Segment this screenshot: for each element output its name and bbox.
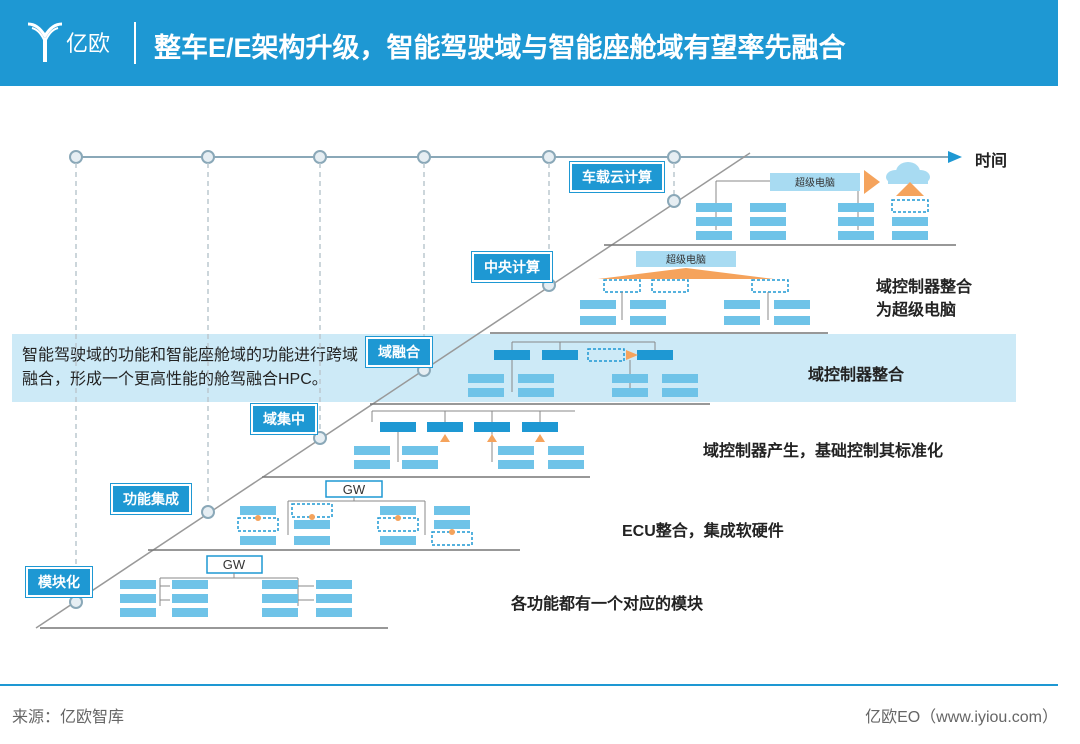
cloud-icon	[886, 162, 930, 184]
desc-domain: 域控制器产生，基础控制其标准化	[703, 443, 944, 460]
integration-gw-label: GW	[343, 482, 366, 497]
footer-source: 来源：亿欧智库	[12, 709, 125, 726]
central-stage-graphic	[580, 251, 810, 325]
fusion-highlight-band	[12, 334, 1016, 402]
desc-integration: ECU整合，集成软硬件	[622, 523, 784, 540]
stage-tag-integration: 功能集成	[111, 484, 191, 514]
band-note: 智能驾驶域的功能和智能座舱域的功能进行跨域融合，形成一个更高性能的舱驾融合HPC…	[22, 347, 359, 388]
modular-stage-graphic	[120, 555, 352, 617]
domain-stage-graphic	[354, 410, 584, 469]
stage-tag-central: 中央计算	[472, 252, 552, 282]
desc-modular: 各功能都有一个对应的模块	[511, 596, 704, 613]
fusion-stage-graphic	[468, 341, 698, 397]
desc-central-line2: 为超级电脑	[876, 302, 957, 319]
stage-tag-cloud: 车载云计算	[570, 162, 664, 192]
desc-central-line1: 域控制器整合	[876, 279, 973, 296]
footer-divider	[0, 684, 1058, 686]
header-divider	[134, 22, 136, 64]
page-title: 整车E/E架构升级，智能驾驶域与智能座舱域有望率先融合	[154, 33, 846, 63]
header-bar: 亿欧 整车E/E架构升级，智能驾驶域与智能座舱域有望率先融合	[0, 0, 1058, 86]
central-supercomputer-label: 超级电脑	[666, 253, 706, 266]
cloud-stage-graphic	[696, 162, 930, 240]
stage-tag-fusion: 域融合	[366, 337, 432, 367]
footer-credit: 亿欧EO（www.iyiou.com）	[865, 709, 1058, 726]
modular-gw-label: GW	[223, 557, 246, 572]
desc-fusion: 域控制器整合	[808, 367, 905, 384]
yiou-logo-icon	[27, 22, 63, 62]
logo-text: 亿欧	[66, 31, 111, 56]
timeline-label: 时间	[975, 153, 1008, 170]
stage-tag-domain: 域集中	[251, 404, 317, 434]
stage-tag-modular: 模块化	[26, 567, 92, 597]
integration-stage-graphic	[237, 480, 473, 546]
cloud-supercomputer-label: 超级电脑	[795, 176, 835, 189]
